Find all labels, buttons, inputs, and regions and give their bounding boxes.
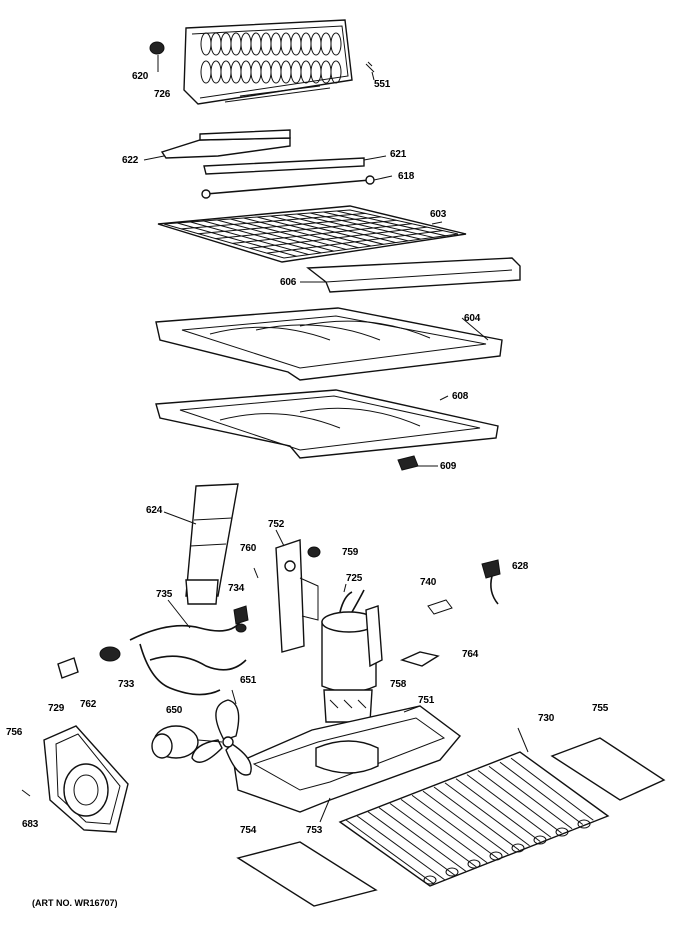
fan-shroud-756 [43, 725, 129, 833]
callout-734: 734 [228, 583, 245, 594]
fan-motor-650 [151, 725, 223, 759]
condenser-730 [338, 727, 610, 887]
cover-754 [236, 841, 378, 907]
part-729 [57, 657, 79, 679]
callout-651: 651 [240, 675, 257, 686]
screw-683 [21, 789, 31, 797]
callout-726: 726 [154, 89, 171, 100]
callout-606: 606 [280, 277, 297, 288]
callout-628: 628 [512, 561, 529, 572]
part-628 [481, 559, 501, 605]
callout-755: 755 [592, 703, 609, 714]
callout-729: 729 [48, 703, 65, 714]
rail-621 [203, 155, 387, 175]
callout-730: 730 [538, 713, 555, 724]
callout-751: 751 [418, 695, 435, 706]
mounts-758 [323, 689, 373, 723]
screw-551 [365, 61, 375, 73]
part-753 [319, 797, 331, 823]
art-number: (ART NO. WR16707) [32, 898, 118, 908]
base-751 [233, 705, 462, 813]
callout-683: 683 [22, 819, 39, 830]
callout-733: 733 [118, 679, 135, 690]
callout-756: 756 [6, 727, 23, 738]
grille-shelf-603 [157, 205, 467, 263]
cover-755 [550, 737, 666, 801]
part-759 [307, 546, 321, 558]
wiring-735 [129, 599, 247, 696]
pan-604 [155, 307, 503, 381]
part-734 [233, 605, 249, 625]
bracket-752 [275, 529, 319, 653]
part-733 [99, 646, 121, 662]
part-764 [399, 651, 440, 667]
callout-604: 604 [464, 313, 481, 324]
callout-618: 618 [398, 171, 415, 182]
part-609 [397, 455, 438, 471]
callout-735: 735 [156, 589, 173, 600]
callout-752: 752 [268, 519, 285, 530]
callout-609: 609 [440, 461, 457, 472]
part-740 [427, 599, 453, 615]
callout-759: 759 [342, 547, 359, 558]
callout-754: 754 [240, 825, 257, 836]
fan-blade-651 [191, 689, 252, 776]
callout-762: 762 [80, 699, 97, 710]
duct-624 [163, 483, 239, 605]
callout-620: 620 [132, 71, 149, 82]
pan-608 [155, 389, 499, 459]
callout-753: 753 [306, 825, 323, 836]
tray-606 [300, 257, 521, 293]
callout-725: 725 [346, 573, 363, 584]
callout-758: 758 [390, 679, 407, 690]
callout-624: 624 [146, 505, 163, 516]
screw-760 [253, 567, 259, 579]
part-620 [149, 41, 165, 55]
callout-621: 621 [390, 149, 407, 160]
callout-608: 608 [452, 391, 469, 402]
compressor-725 [321, 583, 383, 693]
callout-603: 603 [430, 209, 447, 220]
callout-650: 650 [166, 705, 183, 716]
evaporator-coil [183, 19, 353, 105]
bracket-622 [143, 129, 291, 161]
callout-551: 551 [374, 79, 391, 90]
callout-740: 740 [420, 577, 437, 588]
callout-622: 622 [122, 155, 139, 166]
callout-760: 760 [240, 543, 257, 554]
rod-618 [201, 175, 393, 199]
callout-764: 764 [462, 649, 479, 660]
